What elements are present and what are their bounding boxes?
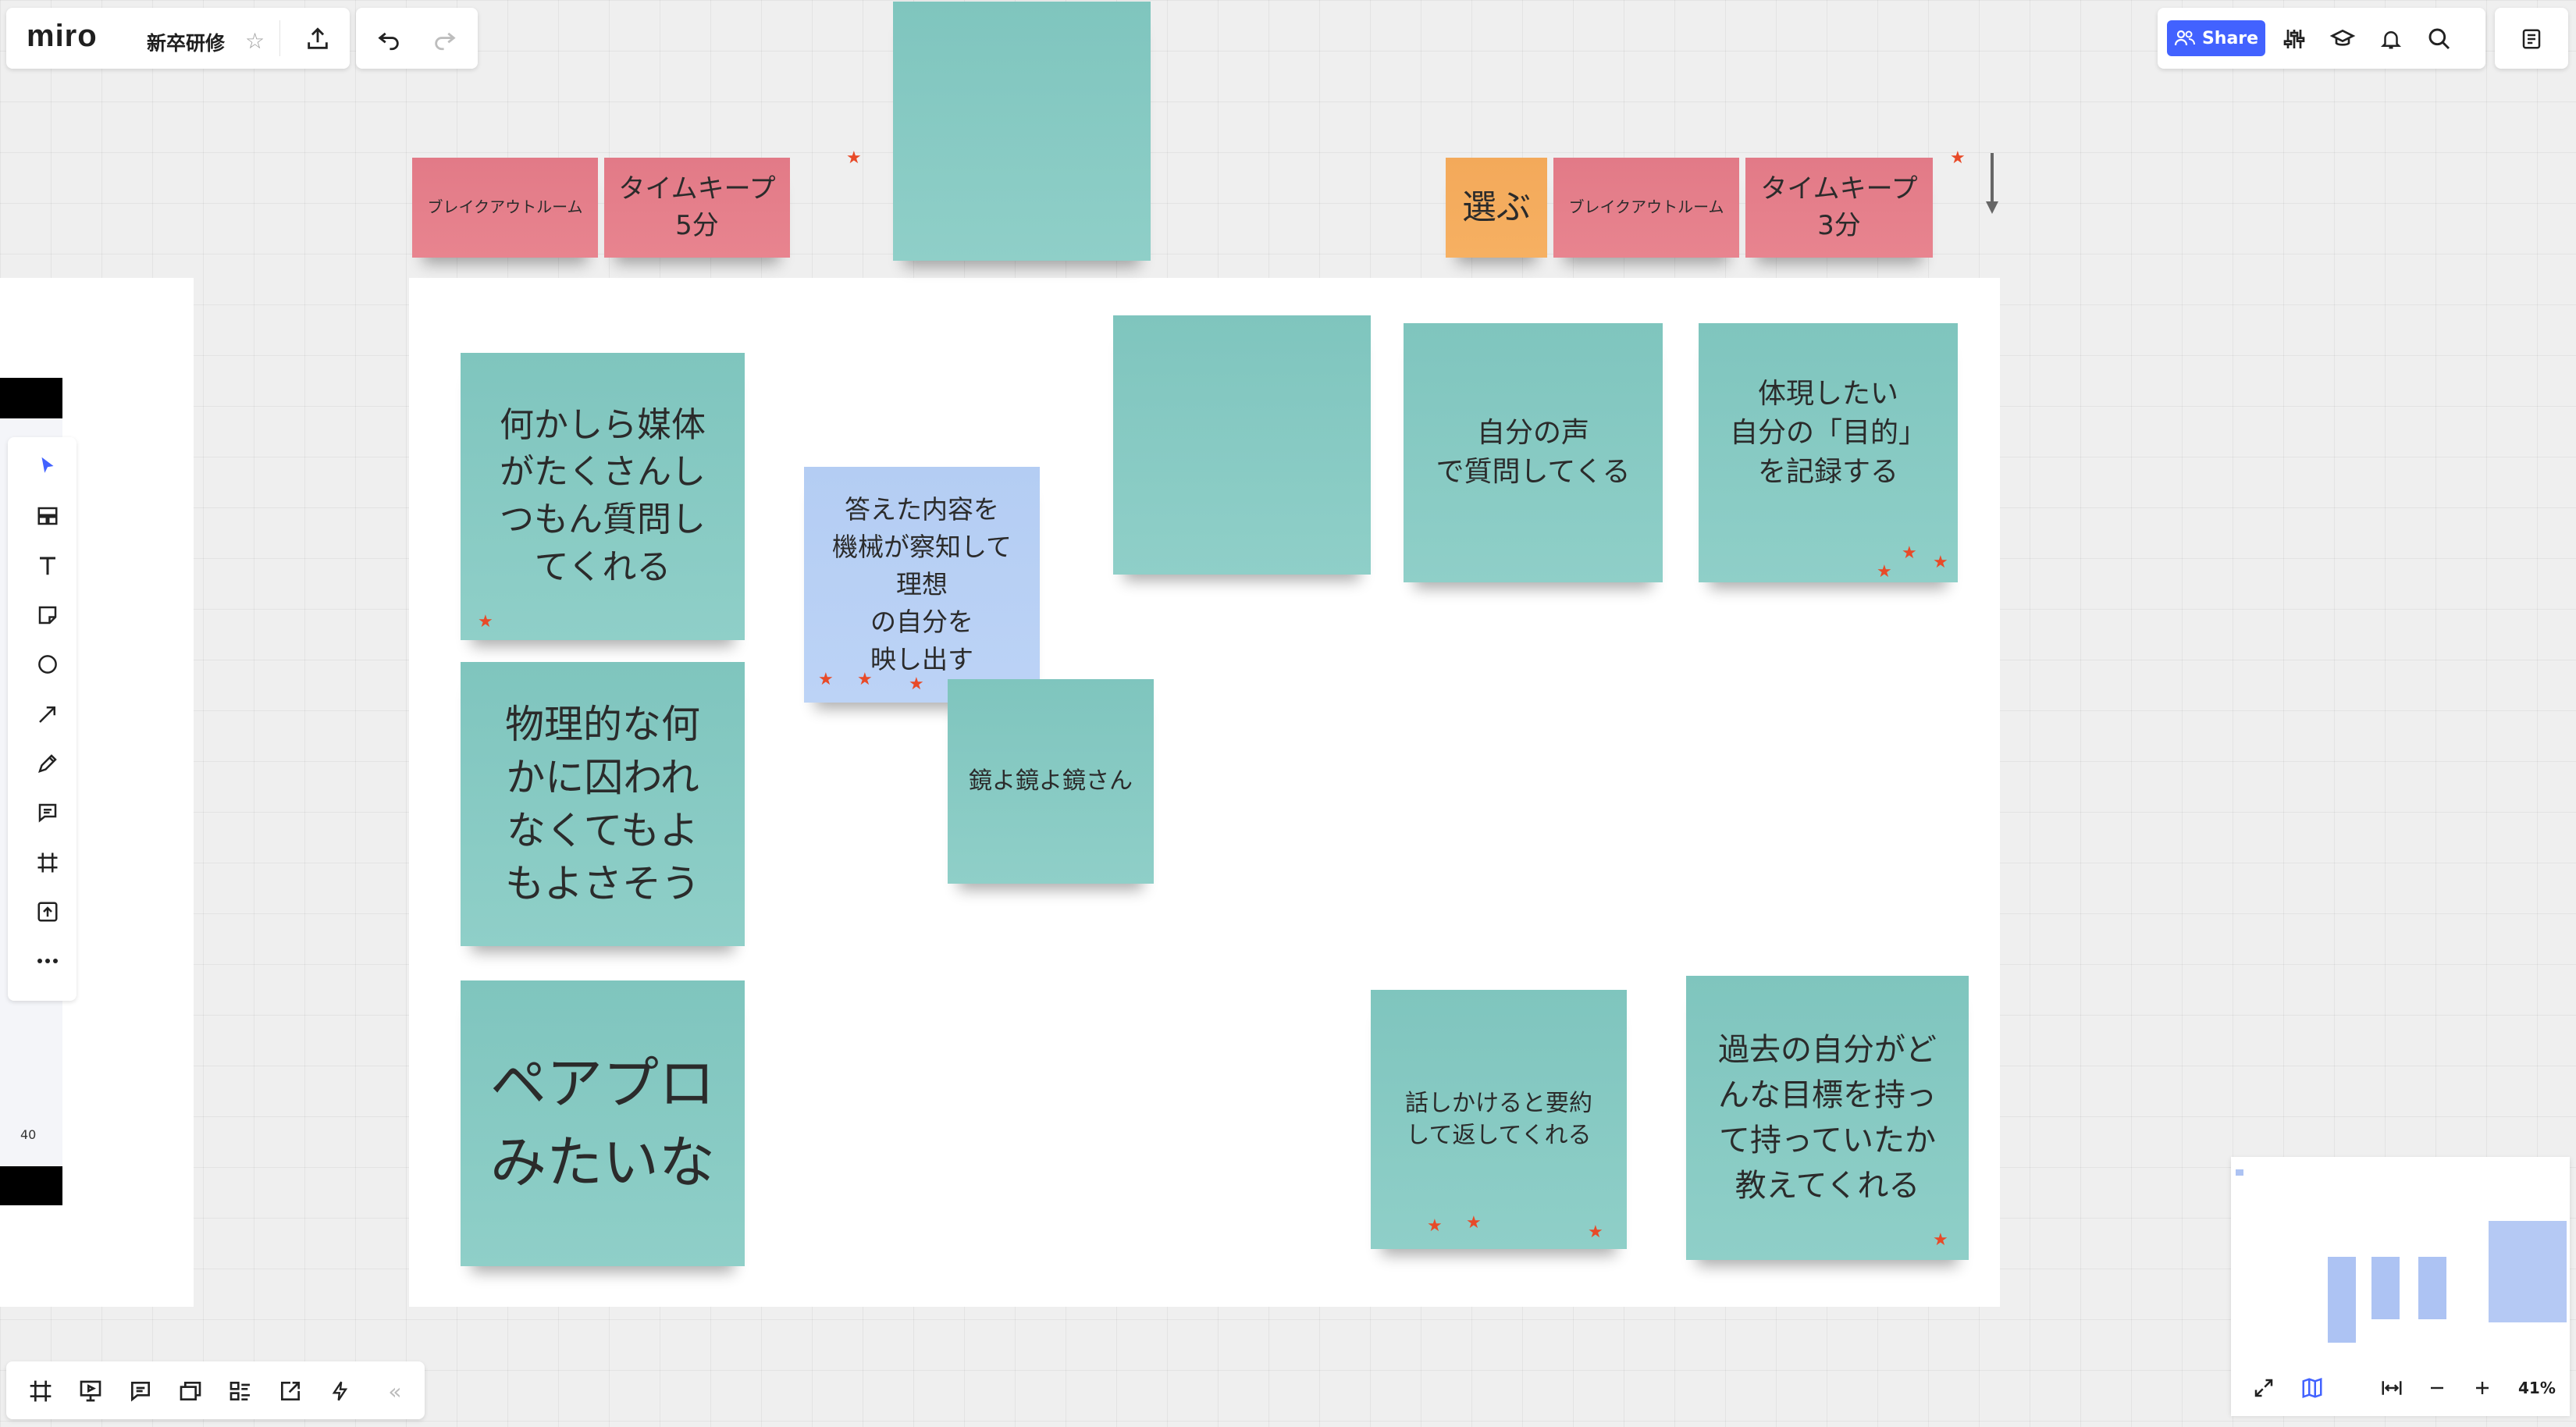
notes-list-icon[interactable] [2512,23,2551,55]
shape-icon[interactable] [22,645,73,684]
sticky-timekeep-5[interactable]: タイムキープ 5分 [604,158,790,258]
text-icon[interactable] [22,546,73,585]
redo-icon[interactable] [423,23,467,55]
templates-icon[interactable] [22,496,73,536]
vote-star: ★ [1427,1216,1443,1236]
sticky-physical[interactable]: 物理的な何 かに囚われ なくてもよ もよさそう [461,662,745,946]
undo-icon[interactable] [367,23,411,55]
fullscreen-icon[interactable] [2248,1372,2279,1404]
sticky-mirror-mirror[interactable]: 鏡よ鏡よ鏡さん [948,679,1154,884]
notes-panel [2495,8,2568,69]
settings-sliders-icon[interactable] [2275,23,2314,55]
undo-redo-panel [356,8,478,69]
presentation-icon[interactable] [75,1375,106,1407]
kanban-icon[interactable] [225,1375,256,1407]
vote-star: ★ [818,670,834,689]
minimap-viewport [2489,1221,2567,1322]
select-cursor-icon[interactable] [22,447,73,486]
arrow-line-icon[interactable] [22,695,73,734]
collapse-icon[interactable]: « [388,1378,402,1404]
sticky-note-icon[interactable] [22,596,73,635]
vote-star: ★ [846,148,862,168]
zoom-controls: 41% [2231,1360,2570,1416]
share-screen-icon[interactable] [275,1375,306,1407]
lightning-icon[interactable] [325,1375,356,1407]
divider [279,20,280,56]
minimap-frame [2328,1257,2356,1343]
sticky-past-goals[interactable]: 過去の自分がど んな目標を持っ て持っていたか 教えてくれる [1686,976,1969,1260]
vote-star: ★ [1933,553,1948,572]
notification-bell-icon[interactable] [2371,23,2411,55]
sticky-own-voice[interactable]: 自分の声 で質問してくる [1404,323,1663,582]
sticky-breakout-room-1[interactable]: ブレイクアウトルーム [412,158,598,258]
sticky-summarize[interactable]: 話しかけると要約 して返してくれる [1371,990,1627,1249]
left-toolbar [8,437,76,1001]
left-counter: 40 [20,1127,37,1142]
black-marker-top [0,378,62,418]
fit-width-icon[interactable] [2376,1372,2407,1404]
cards-icon[interactable] [175,1375,206,1407]
vote-star: ★ [1933,1230,1948,1250]
sticky-media-questions[interactable]: 何かしら媒体 がたくさんし つもん質問し てくれる [461,353,745,640]
comment-icon[interactable] [22,793,73,832]
sticky-record-purpose[interactable]: 体現したい 自分の「目的」 を記録する [1699,323,1958,582]
export-icon[interactable] [298,23,337,55]
star-favorite-icon[interactable]: ☆ [245,28,265,54]
black-marker-bottom [0,1166,62,1205]
arrow-down-icon [1983,151,2001,217]
bottom-toolbar: « [6,1361,425,1419]
zoom-in-icon[interactable] [2467,1372,2498,1404]
sticky-breakout-room-2[interactable]: ブレイクアウトルーム [1553,158,1739,258]
vote-star: ★ [1902,543,1917,563]
vote-star: ★ [1588,1222,1603,1242]
comment-icon[interactable] [125,1375,156,1407]
app-title-panel: miro 新卒研修 ☆ [6,8,350,69]
search-icon[interactable] [2420,23,2459,55]
vote-star: ★ [857,670,873,689]
minimap-frame [2418,1257,2446,1319]
upload-icon[interactable] [22,892,73,931]
sticky-blank-mid[interactable] [1113,315,1371,575]
map-icon[interactable] [2297,1372,2328,1404]
sticky-pair-pro[interactable]: ペアプロ みたいな [461,980,745,1266]
minimap-marker [2236,1169,2243,1176]
vote-star: ★ [478,612,493,632]
vote-star: ★ [1950,148,1966,168]
sticky-choose[interactable]: 選ぶ [1446,158,1547,258]
frame-icon[interactable] [22,843,73,882]
zoom-level[interactable]: 41% [2518,1379,2556,1397]
sticky-blank-top[interactable] [893,2,1151,261]
users-icon [2174,30,2196,47]
top-right-toolbar: Share [2158,8,2485,69]
pen-icon[interactable] [22,744,73,783]
minimap-frame [2371,1257,2400,1319]
vote-star: ★ [1877,562,1892,582]
share-button[interactable]: Share [2167,20,2265,56]
frame-icon[interactable] [25,1375,56,1407]
learning-cap-icon[interactable] [2323,23,2362,55]
sticky-timekeep-3[interactable]: タイムキープ 3分 [1745,158,1933,258]
sticky-mirror-ideal[interactable]: 答えた内容を 機械が察知して 理想 の自分を 映し出す [804,467,1040,703]
more-icon[interactable] [22,941,73,980]
share-label: Share [2201,28,2259,48]
miro-logo[interactable]: miro [27,19,98,53]
vote-star: ★ [1466,1213,1482,1233]
zoom-out-icon[interactable] [2421,1372,2453,1404]
vote-star: ★ [909,674,924,694]
board-title[interactable]: 新卒研修 [147,32,226,55]
